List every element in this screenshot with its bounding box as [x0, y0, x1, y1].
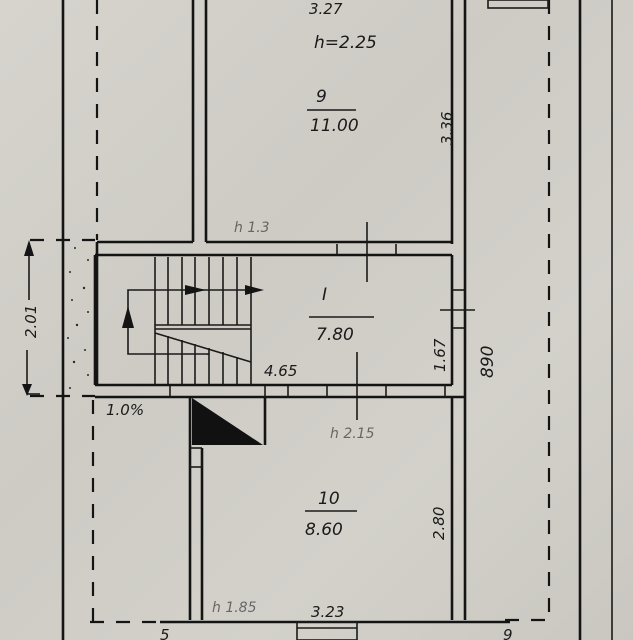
- room-I-area: 7.80: [316, 325, 354, 345]
- left-dimension-label: 2.01: [22, 305, 40, 338]
- shaft-triangle: [192, 398, 263, 445]
- total-dimension-label: 890: [478, 346, 498, 378]
- room-10-side-dim: 2.80: [430, 507, 448, 540]
- dashed-axis-lines: [30, 0, 551, 624]
- room-9-side-dim: 3.36: [438, 112, 456, 145]
- section-marker-right: 9: [503, 626, 513, 640]
- room-I-number: I: [322, 285, 327, 305]
- stair-dim: 4.65: [264, 362, 297, 380]
- hatched-strip: [67, 247, 89, 389]
- hall-height-label: h 1.3: [234, 220, 270, 236]
- room-I-side-dim: 1.67: [431, 338, 449, 372]
- room-10-walls: [160, 397, 510, 640]
- arrow-up-icon: [122, 306, 134, 328]
- arrow-right-icon: [245, 285, 264, 295]
- room-10-area: 8.60: [305, 520, 343, 540]
- room-9-width: 3.27: [309, 0, 343, 18]
- room-10-height-faint: h 2.15: [330, 426, 375, 442]
- room-9-height: h=2.25: [314, 33, 377, 53]
- room-9-area: 11.00: [310, 116, 359, 136]
- labels: 3.27 h=2.25 9 11.00 3.36 h 1.3 I 7.80 1.…: [22, 0, 513, 640]
- room-10-width: 3.23: [311, 603, 344, 621]
- arrow-right-icon: [185, 285, 206, 295]
- room-9-number: 9: [316, 87, 327, 107]
- room-10-height: h 1.85: [212, 600, 257, 616]
- room-9-walls: [97, 0, 549, 620]
- room-10-number: 10: [318, 489, 340, 509]
- left-dimension: [22, 240, 40, 396]
- room-I-walls: [93, 222, 475, 420]
- outer-walls: [61, 0, 613, 640]
- staircase: [122, 257, 264, 384]
- slope-label: 1.0%: [106, 401, 144, 419]
- section-marker-left: 5: [160, 626, 170, 640]
